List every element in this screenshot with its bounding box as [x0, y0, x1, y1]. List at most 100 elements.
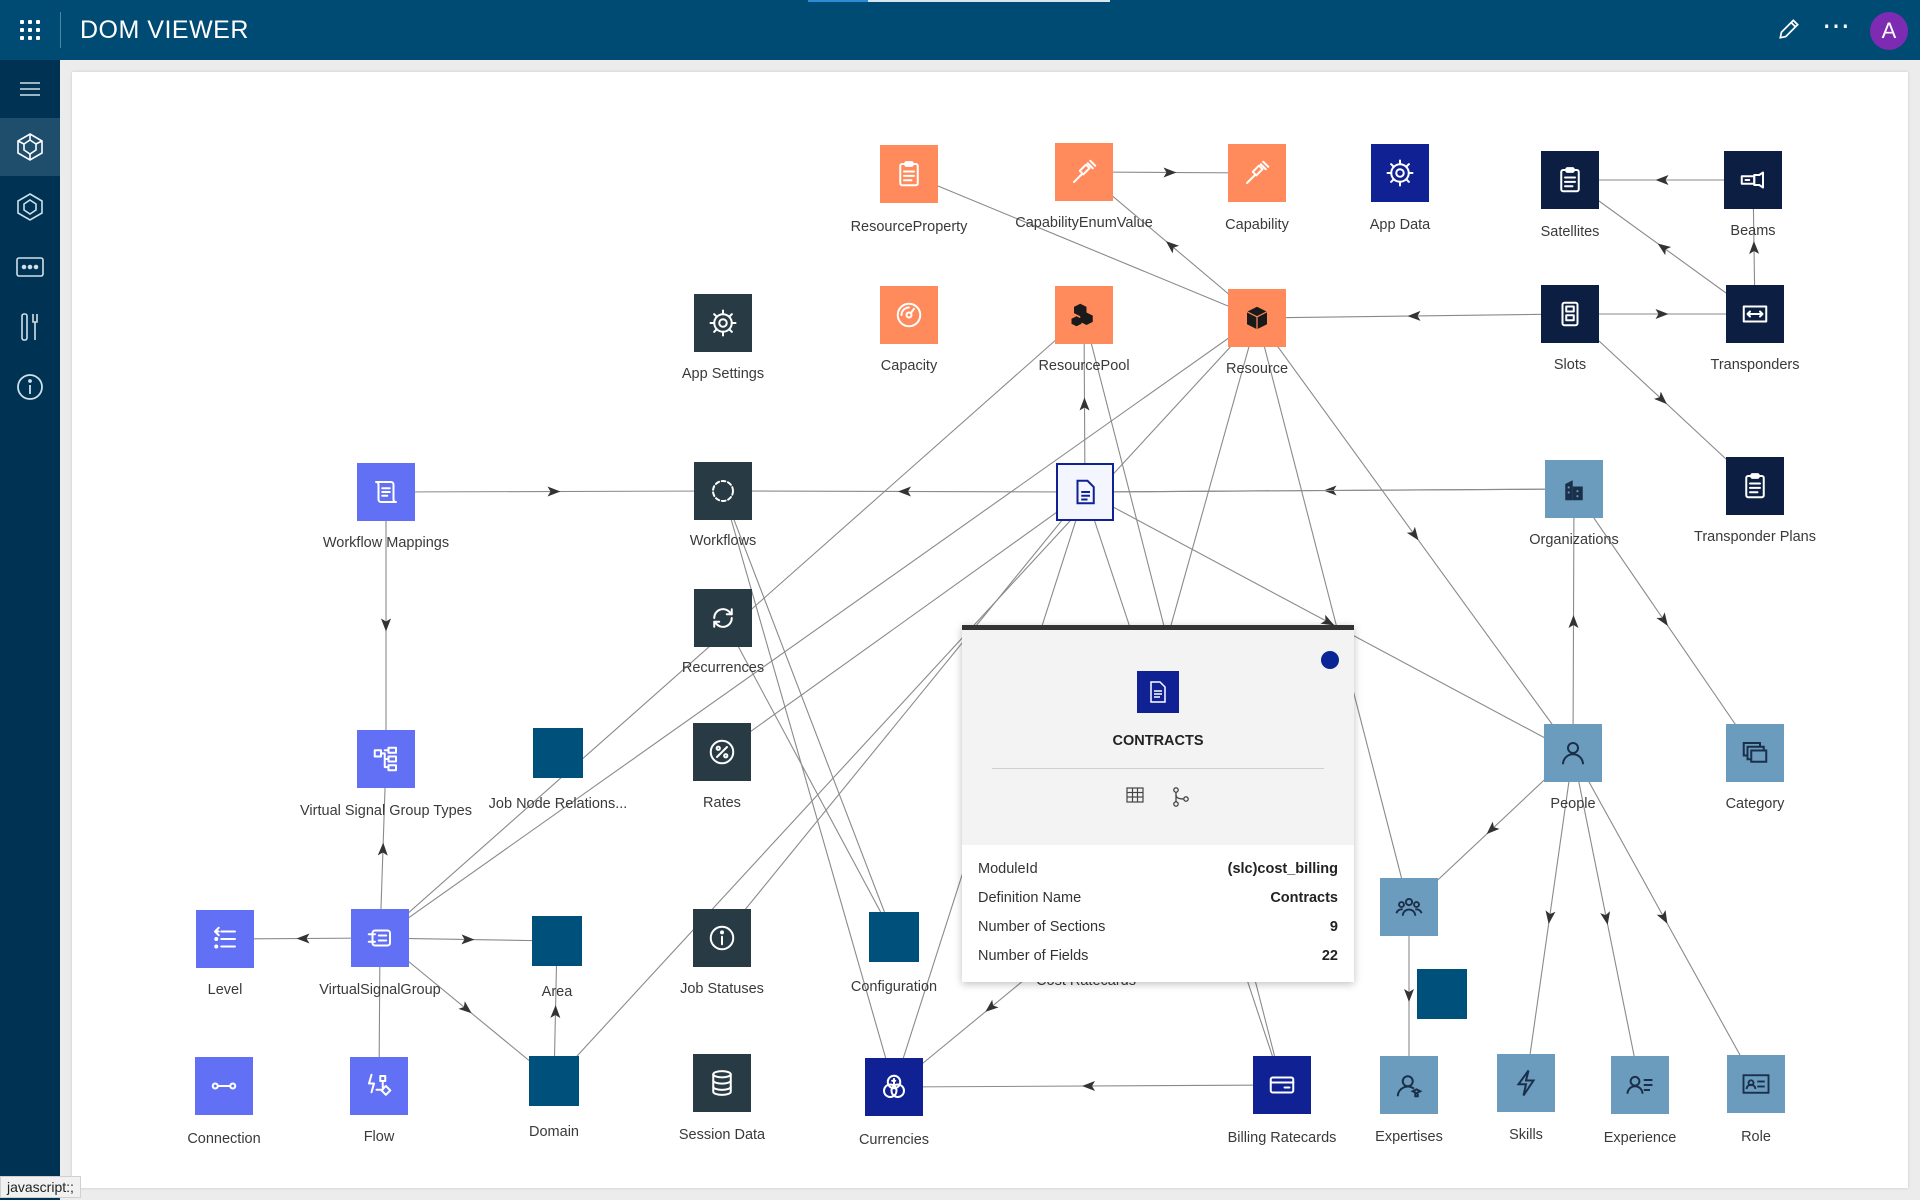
flow-icon: [364, 1071, 394, 1101]
edge-arrow: [898, 486, 912, 497]
node-rates[interactable]: [693, 723, 751, 781]
edge-arrow: [1657, 243, 1672, 256]
top-bar: DOM VIEWER ⋯ A: [0, 0, 1920, 60]
dom-graph-icon[interactable]: [0, 118, 60, 176]
node-label-workflows: Workflows: [689, 533, 757, 549]
card-icon: [1267, 1070, 1297, 1100]
menu-icon[interactable]: [0, 60, 60, 118]
node-sessiondata[interactable]: [693, 1054, 751, 1112]
table-view-icon[interactable]: [1126, 787, 1144, 812]
node-label-resourceproperty: ResourceProperty: [850, 219, 968, 235]
edit-pencil-icon[interactable]: [1776, 16, 1804, 44]
edge-arrow: [381, 618, 391, 632]
node-contracts[interactable]: [1056, 463, 1114, 521]
node-flow[interactable]: [350, 1057, 408, 1115]
edge-arrow: [550, 1005, 561, 1019]
popup-divider: [992, 768, 1324, 769]
edge-arrow: [1600, 911, 1611, 925]
node-area[interactable]: [532, 916, 582, 966]
dots-box-icon[interactable]: [0, 238, 60, 296]
node-workflowmappings[interactable]: [357, 463, 415, 521]
node-label-appdata: App Data: [1369, 217, 1431, 233]
more-options-icon[interactable]: ⋯: [1822, 10, 1850, 41]
node-label-people: People: [1550, 796, 1596, 812]
experience-icon: [1625, 1070, 1655, 1100]
node-level[interactable]: [196, 910, 254, 968]
dom-module-icon[interactable]: [0, 178, 60, 236]
property-value: (slc)cost_billing: [1227, 861, 1338, 877]
edge-domain-resource: [553, 317, 1258, 1082]
node-jobstatuses[interactable]: [693, 909, 751, 967]
node-organizations[interactable]: [1545, 460, 1603, 518]
node-label-skills: Skills: [1509, 1127, 1543, 1143]
node-configuration[interactable]: [869, 912, 919, 962]
node-capabilityenumvalue[interactable]: [1055, 143, 1113, 201]
node-transponders[interactable]: [1726, 285, 1784, 343]
status-bar-url: javascript:;: [0, 1176, 81, 1198]
edge-arrow: [547, 486, 561, 497]
node-label-role: Role: [1741, 1129, 1771, 1145]
edge-arrow: [458, 1001, 472, 1014]
node-people[interactable]: [1544, 724, 1602, 782]
node-label-slots: Slots: [1553, 357, 1587, 373]
node-domain[interactable]: [529, 1056, 579, 1106]
edge-arrow: [1545, 910, 1556, 924]
node-label-resourcepool: ResourcePool: [1038, 358, 1130, 374]
person-icon: [1558, 738, 1588, 768]
tools-icon[interactable]: [0, 298, 60, 356]
cube-icon: [1242, 303, 1272, 333]
scroll-icon: [371, 477, 401, 507]
node-resource[interactable]: [1228, 289, 1286, 347]
node-slots[interactable]: [1541, 285, 1599, 343]
node-capability[interactable]: [1228, 144, 1286, 202]
app-title: DOM VIEWER: [80, 16, 249, 44]
edge-arrow: [1404, 989, 1414, 1002]
node-skills[interactable]: [1497, 1054, 1555, 1112]
node-teams[interactable]: [1380, 878, 1438, 936]
node-label-jobnoderelations: Job Node Relations...: [488, 796, 628, 812]
document-icon: [1070, 477, 1100, 507]
node-transponderplans[interactable]: [1726, 457, 1784, 515]
relations-view-icon[interactable]: [1172, 787, 1190, 812]
node-billingratecards[interactable]: [1253, 1056, 1311, 1114]
gauge-icon: [894, 300, 924, 330]
node-label-category: Category: [1725, 796, 1785, 812]
node-unnamedteal[interactable]: [1417, 969, 1467, 1019]
property-value: Contracts: [1270, 890, 1338, 906]
node-appsettings[interactable]: [694, 294, 752, 352]
node-label-billingratecards: Billing Ratecards: [1227, 1130, 1337, 1146]
node-jobnoderelations[interactable]: [533, 728, 583, 778]
wrench-icon: [1242, 158, 1272, 188]
node-currencies[interactable]: [865, 1058, 923, 1116]
node-appdata[interactable]: [1371, 144, 1429, 202]
node-beams[interactable]: [1724, 151, 1782, 209]
node-workflows[interactable]: [694, 462, 752, 520]
app-launcher-icon[interactable]: [18, 18, 42, 42]
node-label-transponders: Transponders: [1710, 357, 1800, 373]
node-label-transponderplans: Transponder Plans: [1694, 529, 1816, 545]
user-avatar[interactable]: A: [1870, 12, 1908, 50]
levels-icon: [210, 924, 240, 954]
node-experience[interactable]: [1611, 1056, 1669, 1114]
node-category[interactable]: [1726, 724, 1784, 782]
info-icon[interactable]: [0, 358, 60, 416]
node-satellites[interactable]: [1541, 151, 1599, 209]
node-capacity[interactable]: [880, 286, 938, 344]
node-connection[interactable]: [195, 1057, 253, 1115]
edge-arrow: [1655, 309, 1669, 319]
edge-workflows-currencies: [722, 490, 895, 1088]
node-resourceproperty[interactable]: [880, 145, 938, 203]
workflow-icon: [708, 476, 738, 506]
node-virtualsignalgrouptypes[interactable]: [357, 730, 415, 788]
node-resourcepool[interactable]: [1055, 286, 1113, 344]
node-recurrences[interactable]: [694, 589, 752, 647]
node-label-beams: Beams: [1730, 223, 1776, 239]
node-virtualsignalgroup[interactable]: [351, 909, 409, 967]
node-expertises[interactable]: [1380, 1056, 1438, 1114]
node-role[interactable]: [1727, 1055, 1785, 1113]
node-label-connection: Connection: [187, 1131, 261, 1147]
node-label-experience: Experience: [1603, 1130, 1677, 1146]
